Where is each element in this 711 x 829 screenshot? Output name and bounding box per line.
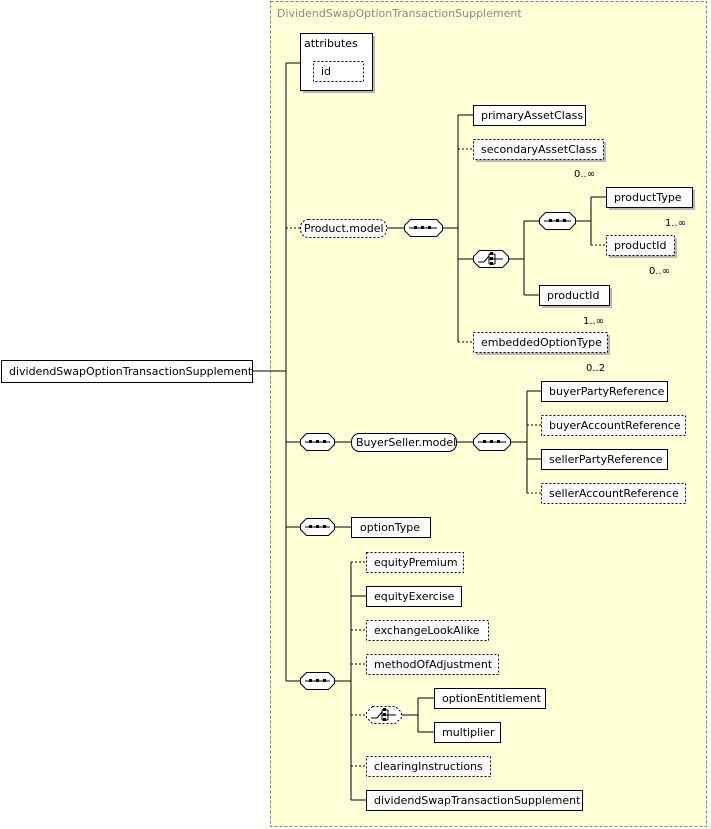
product-id-occurrence: 1..∞: [583, 316, 604, 327]
product-type-element[interactable]: productType: [606, 187, 696, 211]
seller-account-reference-label: sellerAccountReference: [549, 487, 679, 500]
buyer-party-reference-label: buyerPartyReference: [549, 385, 665, 398]
buyer-account-reference-label: buyerAccountReference: [549, 419, 681, 432]
buyer-seller-model-group[interactable]: BuyerSeller.model: [351, 433, 457, 452]
root-element-label: dividendSwapOptionTransactionSupplement: [9, 365, 253, 378]
clearing-instructions-element[interactable]: clearingInstructions: [366, 756, 491, 777]
product-id-label: productId: [547, 289, 600, 302]
product-id-optional-element[interactable]: productId: [606, 235, 678, 259]
choice-connector-icon: [366, 706, 402, 724]
exchange-look-alike-label: exchangeLookAlike: [374, 624, 480, 637]
equity-exercise-element[interactable]: equityExercise: [366, 586, 462, 607]
seller-party-reference-label: sellerPartyReference: [549, 453, 663, 466]
sequence-connector-icon: [404, 219, 443, 237]
attributes-box[interactable]: attributes id: [300, 33, 376, 94]
method-of-adjustment-label: methodOfAdjustment: [374, 658, 493, 671]
seller-party-reference-element[interactable]: sellerPartyReference: [541, 449, 668, 470]
equity-exercise-label: equityExercise: [374, 590, 455, 603]
type-title: DividendSwapOptionTransactionSupplement: [277, 7, 522, 20]
product-type-occurrence: 1..∞: [665, 218, 686, 229]
product-type-label: productType: [614, 191, 682, 204]
equity-premium-element[interactable]: equityPremium: [366, 552, 464, 573]
sequence-connector-icon: [300, 518, 335, 536]
buyer-account-reference-element[interactable]: buyerAccountReference: [541, 415, 686, 436]
equity-premium-label: equityPremium: [374, 556, 458, 569]
embedded-option-type-element[interactable]: embeddedOptionType: [473, 332, 611, 356]
exchange-look-alike-element[interactable]: exchangeLookAlike: [366, 620, 489, 641]
secondary-asset-class-element[interactable]: secondaryAssetClass: [473, 139, 607, 163]
embedded-option-type-label: embeddedOptionType: [481, 336, 602, 349]
primary-asset-class-element[interactable]: primaryAssetClass: [473, 105, 586, 126]
dividend-swap-transaction-supplement-label: dividendSwapTransactionSupplement: [374, 794, 581, 807]
product-id-optional-label: productId: [614, 239, 667, 252]
sequence-connector-icon: [300, 672, 335, 690]
primary-asset-class-label: primaryAssetClass: [481, 109, 583, 122]
product-model-label: Product.model: [304, 222, 384, 235]
secondary-asset-class-occurrence: 0..∞: [574, 169, 595, 180]
option-type-element[interactable]: optionType: [351, 517, 431, 538]
connectors: [253, 62, 606, 801]
clearing-instructions-label: clearingInstructions: [374, 760, 483, 773]
product-model-group[interactable]: Product.model: [300, 219, 387, 238]
buyer-party-reference-element[interactable]: buyerPartyReference: [541, 381, 668, 402]
attributes-title: attributes: [304, 37, 358, 50]
embedded-option-type-occurrence: 0..2: [586, 363, 605, 374]
choice-connector-icon: [473, 250, 509, 268]
option-entitlement-element[interactable]: optionEntitlement: [434, 688, 546, 709]
product-id-element[interactable]: productId: [539, 285, 613, 309]
product-id-optional-occurrence: 0..∞: [649, 266, 670, 277]
buyer-seller-model-label: BuyerSeller.model: [356, 436, 456, 449]
attribute-id-label: id: [321, 65, 331, 78]
sequence-connector-icon: [539, 212, 576, 230]
method-of-adjustment-element[interactable]: methodOfAdjustment: [366, 654, 499, 675]
sequence-connector-icon: [300, 433, 335, 451]
multiplier-element[interactable]: multiplier: [434, 722, 501, 743]
seller-account-reference-element[interactable]: sellerAccountReference: [541, 483, 686, 504]
dividend-swap-transaction-supplement-element[interactable]: dividendSwapTransactionSupplement: [366, 790, 583, 811]
option-type-label: optionType: [360, 521, 420, 534]
attribute-id[interactable]: [313, 61, 364, 82]
sequence-connector-icon: [473, 433, 511, 451]
root-element[interactable]: dividendSwapOptionTransactionSupplement: [1, 360, 253, 383]
option-entitlement-label: optionEntitlement: [442, 692, 542, 705]
multiplier-label: multiplier: [442, 726, 495, 739]
secondary-asset-class-label: secondaryAssetClass: [481, 143, 597, 156]
